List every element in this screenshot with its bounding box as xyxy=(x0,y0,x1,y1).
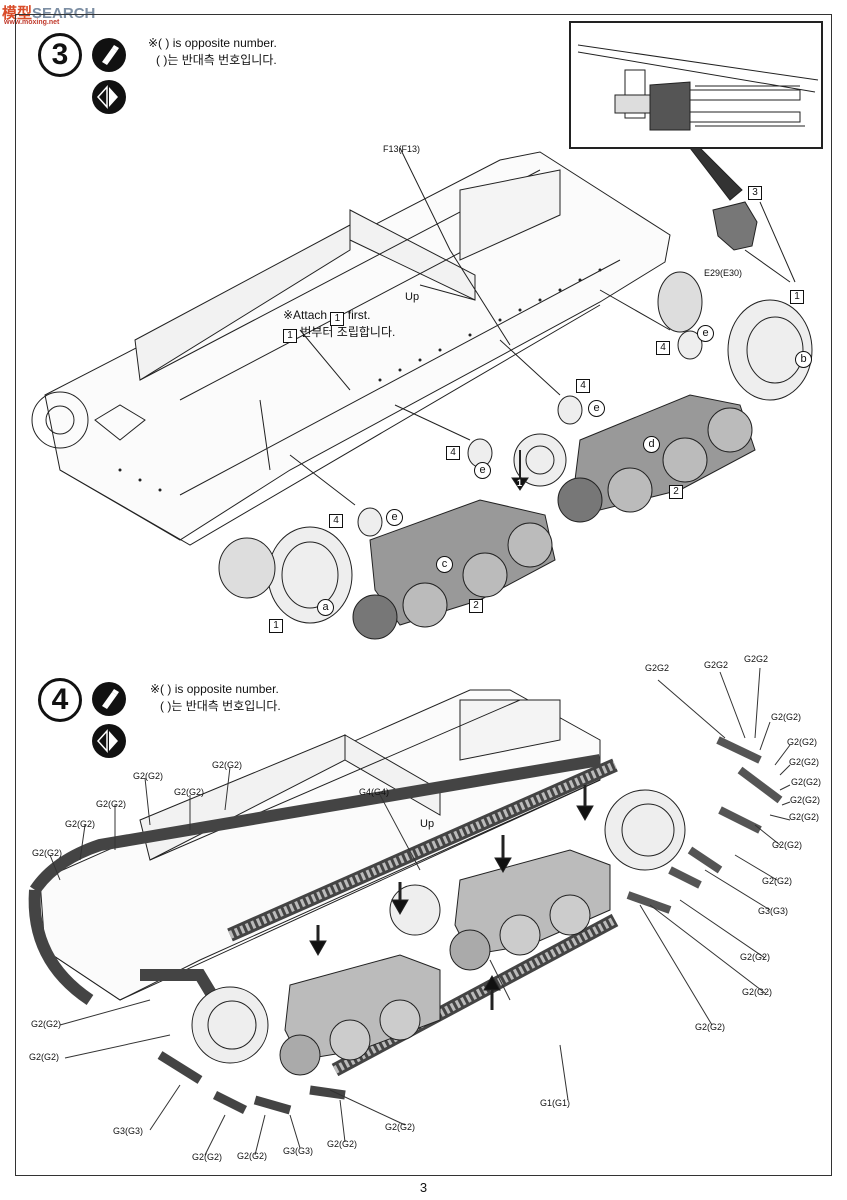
label-g2g2-3: G2G2 xyxy=(744,654,769,664)
inset-detail-drawing xyxy=(577,44,819,131)
arrow-number: 1 xyxy=(517,478,523,488)
label-r5: G2(G2) xyxy=(790,795,821,805)
repeat-both-sides-icon-step4 xyxy=(92,724,126,758)
label-e29: E29(E30) xyxy=(704,268,743,278)
step-3-number: 3 xyxy=(38,33,82,77)
callout-d: d xyxy=(643,436,660,453)
box-1-right: 1 xyxy=(790,290,804,304)
label-r3: G2(G2) xyxy=(789,757,820,767)
label-l8: G2(G2) xyxy=(29,1052,60,1062)
label-l1: G2(G2) xyxy=(212,760,243,770)
box-4-c: 4 xyxy=(446,446,460,460)
repeat-both-sides-icon xyxy=(92,80,126,114)
label-g2g2-2: G2G2 xyxy=(704,660,729,670)
label-b3: G2(G2) xyxy=(327,1139,358,1149)
label-r2: G2(G2) xyxy=(787,737,818,747)
box-4-d: 4 xyxy=(329,514,343,528)
watermark-url: www.moxing.net xyxy=(4,19,60,26)
label-r10: G2(G2) xyxy=(742,987,773,997)
step4-note-ko: ( )는 반대측 번호입니다. xyxy=(160,699,281,713)
label-g1: G1(G1) xyxy=(540,1098,571,1108)
label-r1: G2(G2) xyxy=(771,712,802,722)
step3-note-ko: ( )는 반대측 번호입니다. xyxy=(156,53,277,67)
page-number: 3 xyxy=(419,1180,428,1195)
box-4-b: 4 xyxy=(576,379,590,393)
step3-running-gear xyxy=(218,147,813,640)
callout-e4: e xyxy=(386,509,403,526)
label-r9: G2(G2) xyxy=(740,952,771,962)
label-l4: G2(G2) xyxy=(96,799,127,809)
label-l6: G2(G2) xyxy=(32,848,63,858)
label-b2: G2(G2) xyxy=(237,1151,268,1161)
label-g3-left: G3(G3) xyxy=(113,1126,144,1136)
attach-text: ※Attach xyxy=(283,308,328,322)
step-4-number: 4 xyxy=(38,678,82,722)
box-2-a: 2 xyxy=(669,485,683,499)
attach-box-number: 1 xyxy=(330,312,345,326)
glue-icon-step4 xyxy=(92,682,126,716)
label-b1: G2(G2) xyxy=(192,1152,223,1162)
callout-a: a xyxy=(317,599,334,616)
step4-note-en: ※( ) is opposite number. xyxy=(150,682,279,696)
callout-e2: e xyxy=(588,400,605,417)
box-2-b: 2 xyxy=(469,599,483,613)
label-r4: G2(G2) xyxy=(791,777,822,787)
step4-upper-track xyxy=(28,754,619,1115)
label-f13: F13(F13) xyxy=(383,144,421,154)
page-frame xyxy=(15,14,832,1176)
label-b4: G2(G2) xyxy=(385,1122,416,1132)
label-l5: G2(G2) xyxy=(65,819,96,829)
step3-attach-note-ko: 1 번부터 조립합니다. xyxy=(283,324,396,343)
callout-c: c xyxy=(436,556,453,573)
label-r11: G2(G2) xyxy=(695,1022,726,1032)
step3-hull xyxy=(31,151,671,546)
step3-up-label: Up xyxy=(405,291,420,303)
watermark-logo: 模型SEARCH xyxy=(2,2,95,23)
box-3-top: 3 xyxy=(748,186,762,200)
watermark-part1: 模型 xyxy=(2,5,33,22)
box-1-left: 1 xyxy=(269,619,283,633)
label-l7: G2(G2) xyxy=(31,1019,62,1029)
box-4-a: 4 xyxy=(656,341,670,355)
attach-ko-text: 번부터 조립합니다. xyxy=(300,325,396,339)
label-g3-bottom: G3(G3) xyxy=(283,1146,314,1156)
step4-loose-links xyxy=(49,667,791,1156)
step3-attach-note: ※Attach 1 first. xyxy=(283,307,371,326)
glue-icon xyxy=(92,38,126,72)
label-g3-right: G3(G3) xyxy=(758,906,789,916)
callout-e1: e xyxy=(697,325,714,342)
label-r6: G2(G2) xyxy=(789,812,820,822)
label-r7: G2(G2) xyxy=(772,840,803,850)
label-g2g2-1: G2G2 xyxy=(645,663,670,673)
label-l2: G2(G2) xyxy=(133,771,164,781)
callout-e3: e xyxy=(474,462,491,479)
step4-up-label: Up xyxy=(420,818,435,830)
step4-running-gear xyxy=(191,785,686,1076)
attach-box-number-ko: 1 xyxy=(283,329,297,343)
callout-b: b xyxy=(795,351,812,368)
step3-note-en: ※( ) is opposite number. xyxy=(148,36,277,50)
label-g4: G4(G4) xyxy=(359,787,390,797)
label-l3: G2(G2) xyxy=(174,787,205,797)
label-r8: G2(G2) xyxy=(762,876,793,886)
attach-text-tail: first. xyxy=(347,308,371,322)
watermark-part2: SEARCH xyxy=(32,5,96,22)
